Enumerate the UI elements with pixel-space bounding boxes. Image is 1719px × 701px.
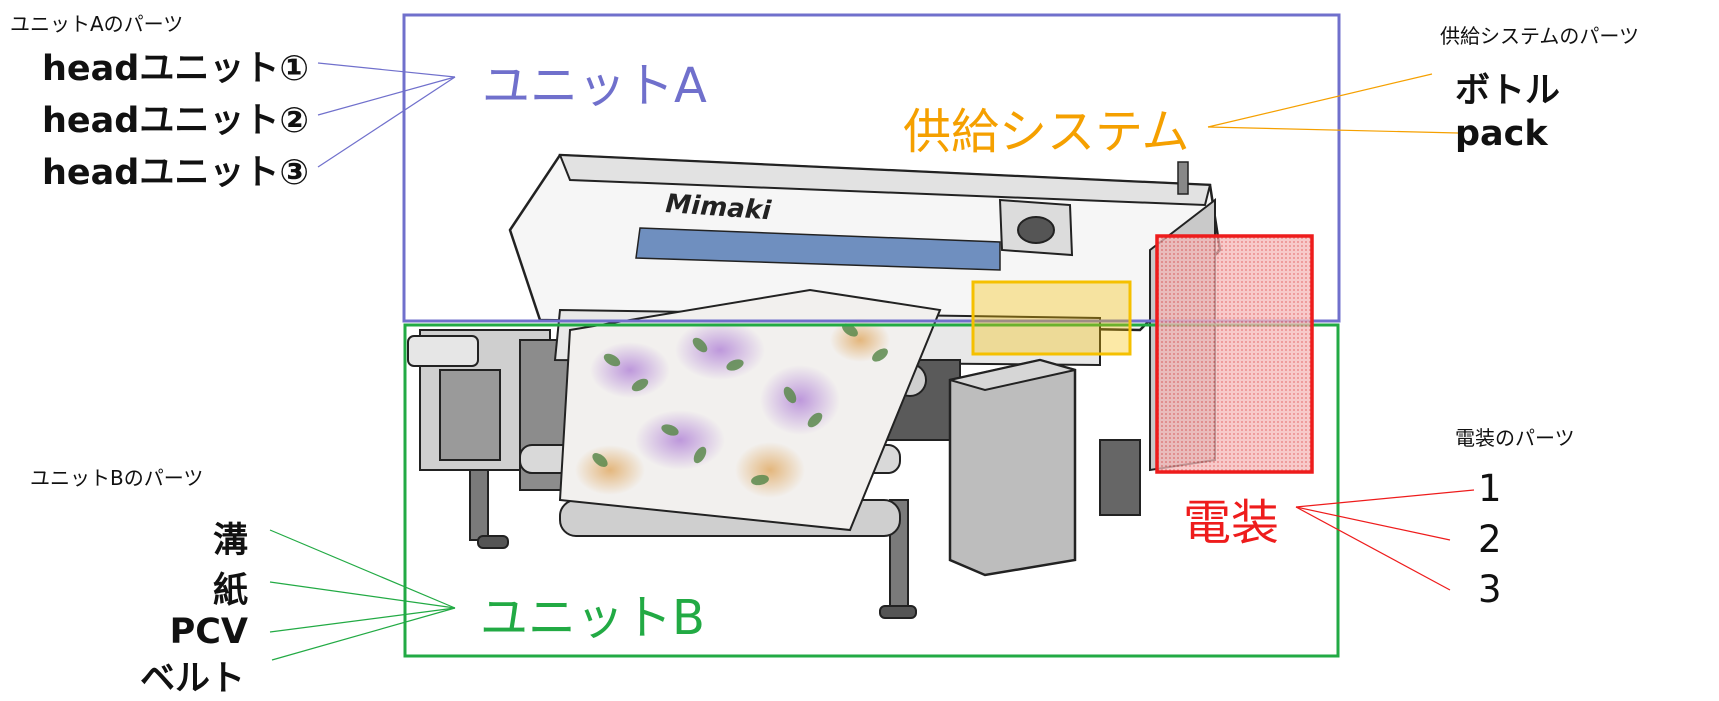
electrical-group-label: 電装のパーツ [1455, 426, 1575, 450]
unit-a-title: ユニットA [482, 58, 707, 114]
supply-part-1: ボトル [1455, 71, 1561, 111]
unit-b-callout-lines [269, 529, 456, 661]
supply-part-2: pack [1455, 114, 1548, 154]
supply-title: 供給システム [903, 104, 1190, 160]
supply-highlight [971, 280, 1132, 356]
electrical-highlight [1155, 234, 1314, 474]
electrical-part-1: 1 [1478, 467, 1502, 510]
unit-a-frame [402, 13, 1341, 323]
unit-b-title: ユニットB [480, 590, 705, 646]
electrical-part-3: 3 [1478, 568, 1502, 611]
unit-b-frame [403, 323, 1340, 658]
unit-a-callout-lines [317, 62, 456, 168]
electrical-part-2: 2 [1478, 518, 1502, 561]
unit-b-part-2: 紙 [212, 571, 248, 611]
unit-b-part-1: 溝 [212, 521, 248, 561]
unit-b-part-4: ベルト [140, 659, 246, 699]
unit-b-group-label: ユニットBのパーツ [30, 466, 204, 490]
supply-callout-lines [1207, 73, 1459, 134]
unit-b-part-3: PCV [169, 612, 248, 652]
printer-illustration: Mimaki [407, 153, 1222, 619]
supply-group-label: 供給システムのパーツ [1440, 24, 1639, 48]
brand-logo: Mimaki [665, 189, 774, 226]
unit-a-part-1: headユニット① [42, 49, 309, 89]
electrical-callout-lines [1295, 489, 1475, 591]
unit-a-part-2: headユニット② [42, 101, 309, 141]
unit-a-group-label: ユニットAのパーツ [10, 12, 184, 36]
electrical-title: 電装 [1183, 495, 1280, 551]
unit-a-part-3: headユニット③ [42, 153, 309, 193]
